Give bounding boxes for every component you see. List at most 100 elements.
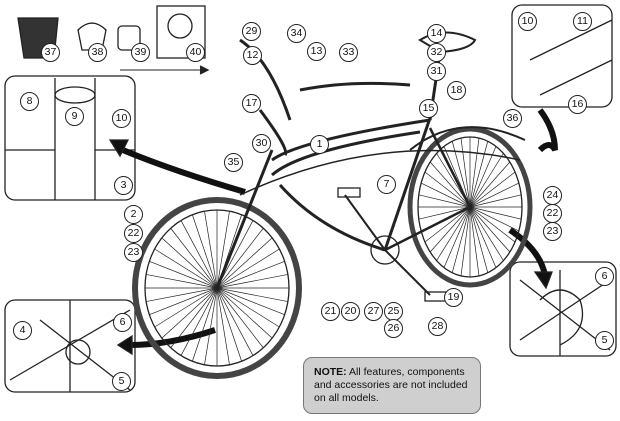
spoke — [460, 138, 471, 208]
spoke — [469, 206, 504, 261]
callout-3: 3 — [114, 176, 133, 195]
callout-9: 9 — [65, 107, 84, 126]
callout-4: 4 — [13, 321, 32, 340]
spoke — [216, 287, 285, 316]
callout-10: 10 — [112, 109, 131, 128]
callout-40: 40 — [186, 43, 205, 62]
spoke — [154, 287, 218, 328]
note-text: All features, components and accessories… — [314, 366, 468, 404]
spoke — [216, 287, 230, 365]
spoke — [192, 214, 218, 289]
inset-stem-clamp — [4, 75, 136, 201]
spoke — [424, 171, 471, 208]
spoke — [170, 228, 218, 289]
spoke — [429, 206, 471, 253]
callout-14: 14 — [427, 24, 446, 43]
callout-31: 31 — [427, 62, 446, 81]
callout-15: 15 — [419, 99, 438, 118]
spoke — [469, 146, 497, 208]
callout-18: 18 — [447, 81, 466, 100]
spoke — [418, 194, 471, 208]
callout-33: 33 — [339, 43, 358, 62]
spoke — [216, 248, 280, 289]
spoke — [469, 206, 516, 243]
spoke — [469, 206, 522, 220]
callout-16: 16 — [568, 95, 587, 114]
spoke — [161, 237, 218, 289]
callout-5: 5 — [112, 372, 131, 391]
spoke — [469, 206, 489, 273]
spoke — [469, 138, 480, 208]
spoke — [418, 206, 471, 220]
spoke — [154, 248, 218, 289]
callout-7: 7 — [377, 175, 396, 194]
inset-rear-axle — [509, 261, 617, 357]
callout-6: 6 — [113, 313, 132, 332]
callout-5: 5 — [595, 331, 614, 350]
callout-30: 30 — [252, 134, 271, 153]
spoke — [216, 287, 242, 362]
spoke — [469, 194, 522, 208]
spoke — [149, 287, 218, 316]
spoke — [216, 228, 264, 289]
note-box: NOTE: All features, components and acces… — [303, 357, 481, 414]
callout-12: 12 — [243, 46, 262, 65]
spoke — [424, 206, 471, 243]
spoke — [180, 220, 218, 289]
spoke — [469, 206, 520, 232]
callout-37: 37 — [41, 43, 60, 62]
spoke — [443, 206, 471, 268]
callout-34: 34 — [287, 24, 306, 43]
spoke — [180, 287, 218, 356]
spoke — [216, 287, 280, 328]
spoke — [469, 206, 497, 268]
spoke — [469, 206, 511, 253]
callout-10: 10 — [518, 12, 537, 31]
callout-23: 23 — [543, 222, 562, 241]
spoke — [216, 274, 288, 289]
spoke — [216, 287, 254, 356]
spoke — [170, 287, 218, 348]
spoke — [149, 260, 218, 289]
spoke — [204, 287, 218, 365]
spoke — [192, 287, 218, 362]
callout-29: 29 — [242, 22, 261, 41]
spoke — [469, 206, 480, 276]
callout-36: 36 — [503, 109, 522, 128]
callout-23: 23 — [124, 243, 143, 262]
spoke — [469, 161, 511, 208]
spoke — [436, 206, 471, 261]
callout-8: 8 — [20, 92, 39, 111]
callout-32: 32 — [427, 43, 446, 62]
spoke — [146, 287, 218, 302]
spoke — [216, 287, 264, 348]
spoke — [161, 287, 218, 339]
callout-24: 24 — [543, 186, 562, 205]
callout-39: 39 — [131, 43, 150, 62]
spoke — [420, 182, 471, 208]
callout-38: 38 — [88, 43, 107, 62]
spoke — [469, 141, 489, 208]
callout-20: 20 — [341, 302, 360, 321]
callout-11: 11 — [573, 12, 592, 31]
spoke — [216, 211, 230, 289]
callout-35: 35 — [224, 153, 243, 172]
callout-22: 22 — [543, 204, 562, 223]
spoke — [469, 153, 504, 208]
callout-26: 26 — [384, 319, 403, 338]
spoke — [216, 287, 273, 339]
note-label: NOTE: — [314, 366, 347, 378]
callout-27: 27 — [364, 302, 383, 321]
callout-28: 28 — [428, 317, 447, 336]
callout-6: 6 — [595, 267, 614, 286]
spoke — [216, 287, 288, 302]
spoke — [204, 211, 218, 289]
spoke — [146, 274, 218, 289]
callout-1: 1 — [310, 135, 329, 154]
callout-2: 2 — [124, 205, 143, 224]
spoke — [216, 237, 273, 289]
callout-13: 13 — [307, 42, 326, 61]
spoke — [429, 161, 471, 208]
spoke — [469, 171, 516, 208]
